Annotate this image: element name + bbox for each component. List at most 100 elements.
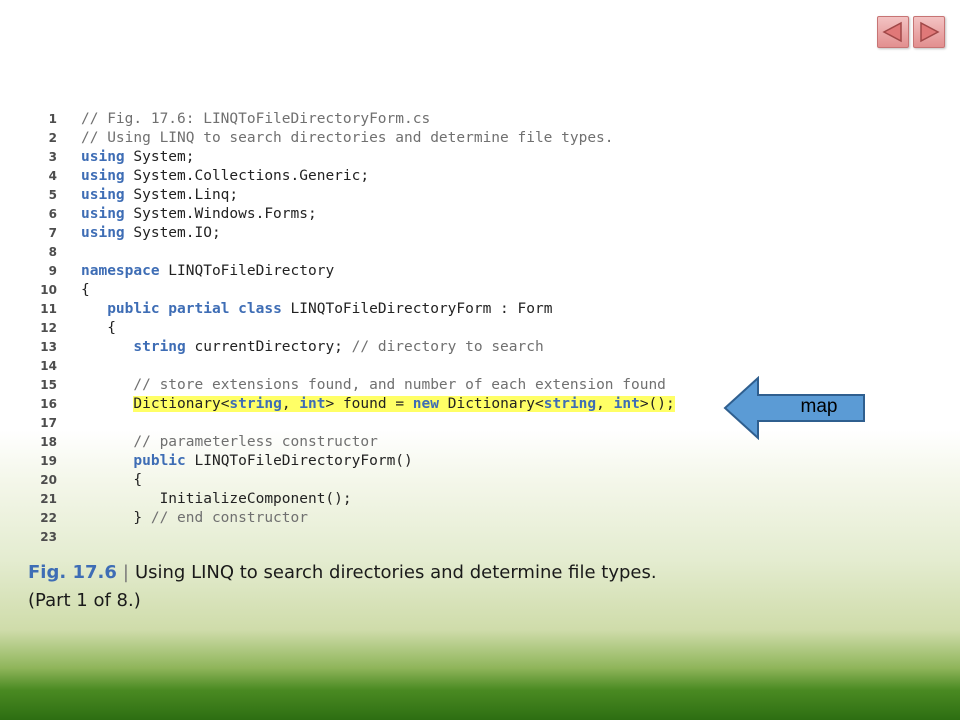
code-line: 20 { <box>0 471 760 490</box>
figure-title: Using LINQ to search directories and det… <box>134 562 657 583</box>
line-number: 10 <box>40 283 57 297</box>
code-comment: // Fig. 17.6: LINQToFileDirectoryForm.cs <box>81 111 431 127</box>
line-number: 5 <box>48 188 57 202</box>
code-token: System.Collections.Generic; <box>124 168 370 184</box>
code-comment: // directory to search <box>351 339 544 355</box>
code-token: System.Windows.Forms; <box>124 206 317 222</box>
code-text: string currentDirectory; // directory to… <box>81 338 544 357</box>
code-token: >(); <box>639 396 675 412</box>
figure-caption: Fig. 17.6|Using LINQ to search directori… <box>28 559 728 615</box>
code-line: 15 // store extensions found, and number… <box>0 376 760 395</box>
code-text: Dictionary<string, int> found = new Dict… <box>81 395 675 414</box>
code-line: 14 <box>0 357 760 376</box>
code-text: using System.IO; <box>81 224 221 243</box>
line-number: 3 <box>48 150 57 164</box>
code-token: > found = <box>325 396 413 412</box>
code-keyword: namespace <box>81 263 160 279</box>
code-text: public LINQToFileDirectoryForm() <box>81 452 413 471</box>
code-token <box>81 396 133 412</box>
previous-slide-button[interactable] <box>877 16 909 48</box>
code-line: 8 <box>0 243 760 262</box>
line-number: 14 <box>40 359 57 373</box>
code-line: 11 public partial class LINQToFileDirect… <box>0 300 760 319</box>
code-token <box>81 453 133 469</box>
code-text: // parameterless constructor <box>81 433 378 452</box>
line-number: 22 <box>40 511 57 525</box>
code-comment: // parameterless constructor <box>133 434 378 450</box>
code-text: using System; <box>81 148 195 167</box>
figure-part: (Part 1 of 8.) <box>28 590 141 611</box>
line-number: 12 <box>40 321 57 335</box>
code-text: using System.Collections.Generic; <box>81 167 369 186</box>
code-token: currentDirectory; <box>185 339 352 355</box>
slide-nav <box>877 16 945 48</box>
code-token: LINQToFileDirectory <box>159 263 335 279</box>
code-token: , <box>596 396 614 412</box>
code-text: { <box>81 471 142 490</box>
line-number: 1 <box>48 112 57 126</box>
code-token: LINQToFileDirectoryForm() <box>185 453 413 469</box>
line-number: 8 <box>48 245 57 259</box>
code-text: public partial class LINQToFileDirectory… <box>81 300 552 319</box>
line-number: 11 <box>40 302 57 316</box>
code-token: System; <box>124 149 195 165</box>
code-token: { <box>81 320 116 336</box>
code-comment: // Using LINQ to search directories and … <box>81 130 614 146</box>
line-number: 2 <box>48 131 57 145</box>
code-text: // Using LINQ to search directories and … <box>81 129 614 148</box>
code-text: } // end constructor <box>81 509 308 528</box>
triangle-left-icon <box>882 21 902 43</box>
code-token: } <box>81 510 151 526</box>
code-text: { <box>81 281 90 300</box>
code-keyword: int <box>613 396 640 412</box>
code-line: 10 { <box>0 281 760 300</box>
next-slide-button[interactable] <box>913 16 945 48</box>
code-line: 19 public LINQToFileDirectoryForm() <box>0 452 760 471</box>
code-text: using System.Windows.Forms; <box>81 205 317 224</box>
code-listing: 1 // Fig. 17.6: LINQToFileDirectoryForm.c… <box>0 110 760 547</box>
arrow-left-icon <box>723 376 865 440</box>
line-number: 13 <box>40 340 57 354</box>
line-number: 17 <box>40 416 57 430</box>
code-keyword: public partial class <box>107 301 282 317</box>
code-token: System.IO; <box>124 225 221 241</box>
code-keyword: using <box>81 149 125 165</box>
line-number: 7 <box>48 226 57 240</box>
code-line: 5 using System.Linq; <box>0 186 760 205</box>
line-number: 21 <box>40 492 57 506</box>
code-text: { <box>81 319 116 338</box>
code-token <box>81 339 133 355</box>
map-callout: map <box>722 376 868 440</box>
code-line: 23 <box>0 528 760 547</box>
code-line: 17 <box>0 414 760 433</box>
caption-line: Fig. 17.6|Using LINQ to search directori… <box>28 559 728 587</box>
code-line: 12 { <box>0 319 760 338</box>
code-keyword: int <box>299 396 326 412</box>
code-token: , <box>281 396 300 412</box>
code-line: 1 // Fig. 17.6: LINQToFileDirectoryForm.c… <box>0 110 760 129</box>
line-number: 20 <box>40 473 57 487</box>
triangle-right-icon <box>920 21 940 43</box>
code-token: System.Linq; <box>124 187 239 203</box>
code-text: InitializeComponent(); <box>81 490 352 509</box>
line-number: 23 <box>40 530 57 544</box>
code-text: // Fig. 17.6: LINQToFileDirectoryForm.cs <box>81 110 430 129</box>
line-number: 19 <box>40 454 57 468</box>
code-token: Dictionary< <box>439 396 544 412</box>
code-keyword: string <box>543 396 597 412</box>
code-line: 13 string currentDirectory; // directory… <box>0 338 760 357</box>
code-keyword: using <box>81 206 125 222</box>
code-line: 7 using System.IO; <box>0 224 760 243</box>
code-keyword: using <box>81 187 125 203</box>
code-comment: // store extensions found, and number of… <box>133 377 666 393</box>
line-number: 4 <box>48 169 57 183</box>
code-keyword: public <box>133 453 186 469</box>
code-text: using System.Linq; <box>81 186 238 205</box>
code-line: 21 InitializeComponent(); <box>0 490 760 509</box>
line-number: 15 <box>40 378 57 392</box>
code-keyword: new <box>412 396 439 412</box>
code-line: 3 using System; <box>0 148 760 167</box>
code-keyword: using <box>81 168 125 184</box>
